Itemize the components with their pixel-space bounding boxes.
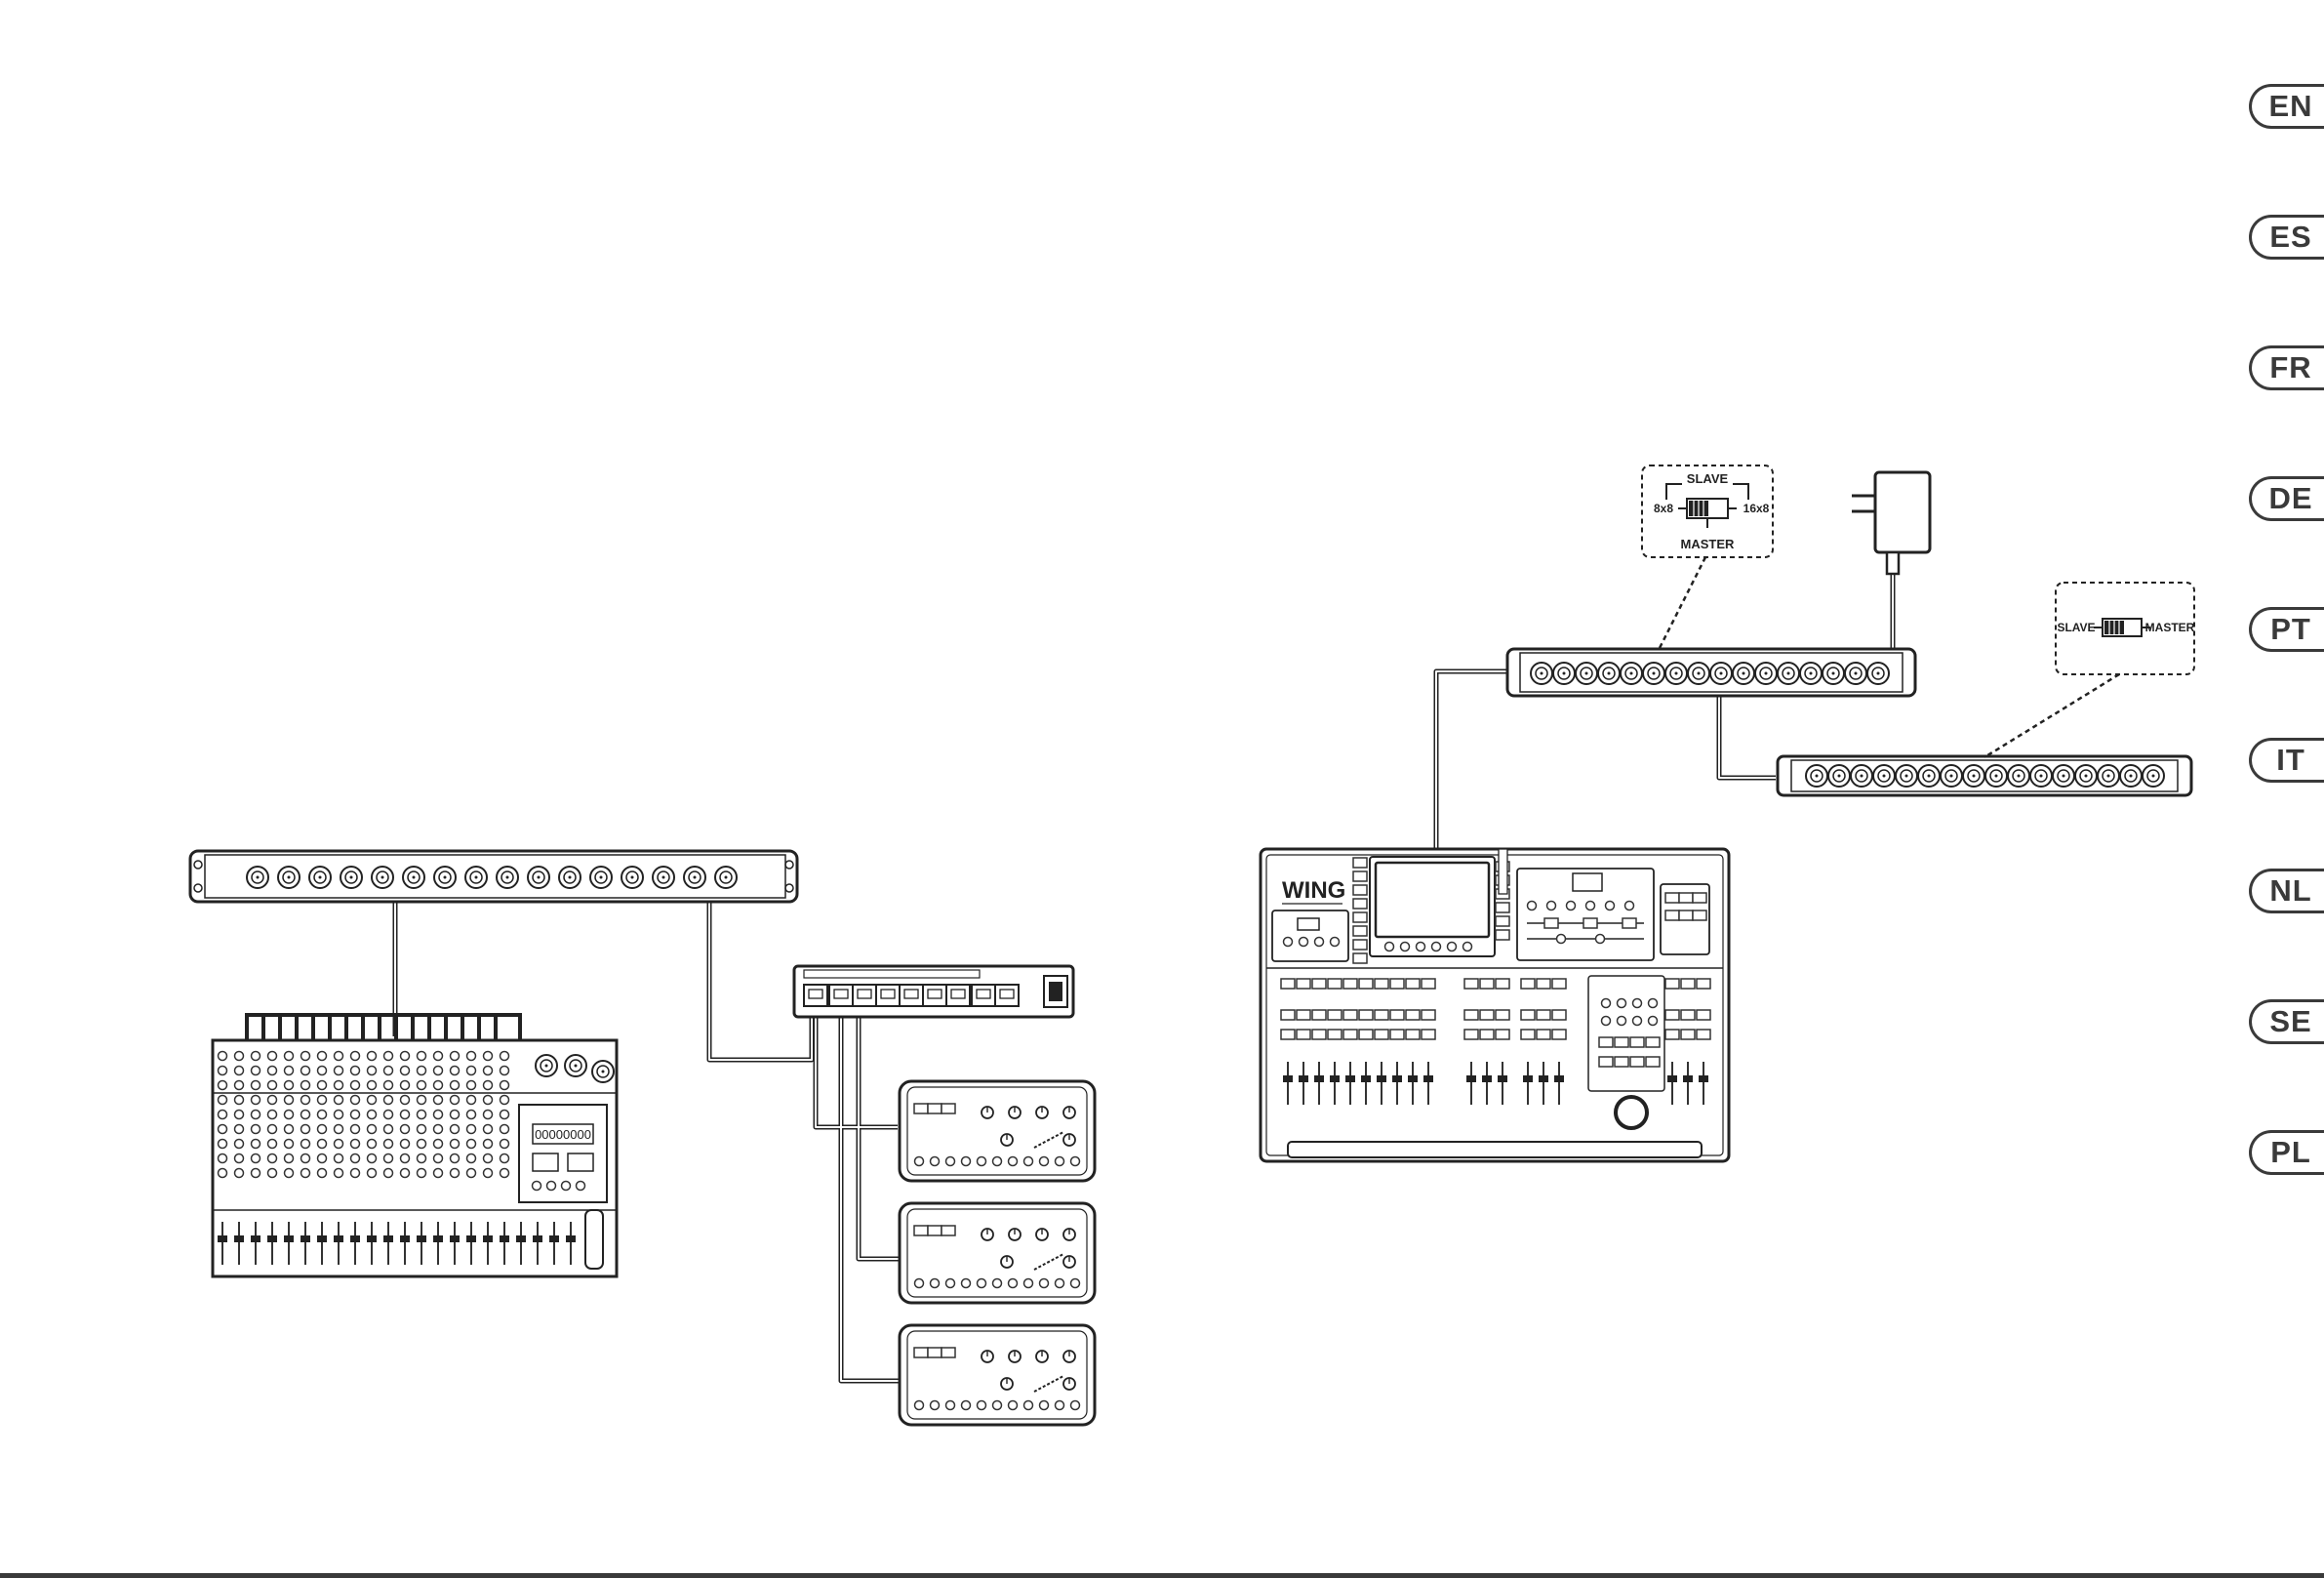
- language-tab-pt[interactable]: PT: [2249, 607, 2324, 652]
- callout-left-label: 8x8: [1654, 502, 1673, 515]
- wing-digital-console: WING: [1261, 849, 1729, 1161]
- callout-master-label: MASTER: [2145, 621, 2195, 634]
- language-tab-en[interactable]: EN: [2249, 84, 2324, 129]
- wing-logo: WING: [1282, 877, 1345, 904]
- language-tab-de[interactable]: DE: [2249, 476, 2324, 521]
- left-setup: 00000000: [190, 851, 1095, 1425]
- callout-top-label: SLAVE: [1687, 471, 1729, 486]
- network-switch: [794, 966, 1073, 1017]
- svg-text:00000000: 00000000: [535, 1127, 591, 1142]
- language-tab-pl[interactable]: PL: [2249, 1130, 2324, 1175]
- callout-slave-mode: SLAVE MASTER: [1984, 583, 2195, 757]
- personal-mixer-3: [900, 1325, 1095, 1425]
- callout-bottom-label: MASTER: [1681, 537, 1736, 551]
- language-tab-it[interactable]: IT: [2249, 738, 2324, 783]
- personal-mixer-2: [900, 1203, 1095, 1303]
- stagebox-master: [1507, 649, 1915, 696]
- language-tab-es[interactable]: ES: [2249, 215, 2324, 260]
- bottom-rule: [0, 1573, 2324, 1578]
- analog-mixer: 00000000: [213, 1015, 617, 1276]
- power-adapter: [1852, 472, 1930, 574]
- personal-mixer-1: [900, 1081, 1095, 1181]
- language-tab-fr[interactable]: FR: [2249, 345, 2324, 390]
- callout-right-label: 16x8: [1743, 502, 1770, 515]
- language-tab-nl[interactable]: NL: [2249, 869, 2324, 913]
- callout-master-mode: SLAVE 8x8 16x8 MASTER: [1642, 465, 1773, 650]
- callout-slave-label: SLAVE: [2057, 621, 2095, 634]
- stagebox-slave: [1778, 756, 2191, 795]
- language-tab-se[interactable]: SE: [2249, 999, 2324, 1044]
- right-setup: SLAVE 8x8 16x8 MASTER SLAVE MASTER: [1261, 465, 2195, 1161]
- rack-stagebox-left: [190, 851, 797, 902]
